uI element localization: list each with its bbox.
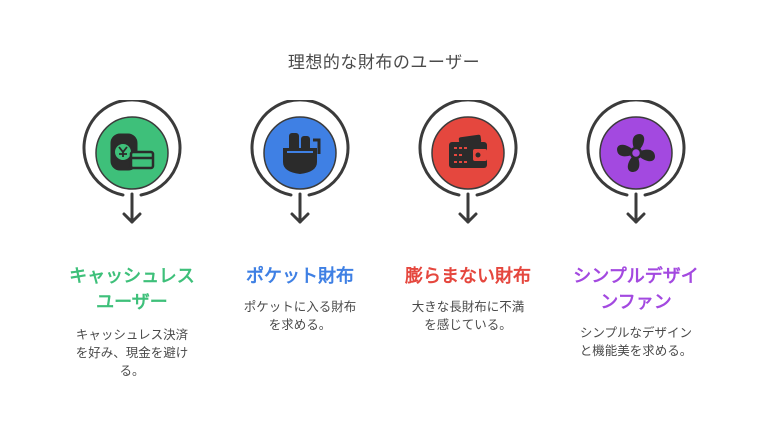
ring-arrow-graphic bbox=[82, 100, 182, 224]
card-heading-line: シンプルデザイ bbox=[573, 266, 699, 287]
card-description-line: を感じている。 bbox=[424, 317, 512, 332]
card-description-line: シンプルなデザイン bbox=[579, 325, 693, 340]
card-heading: シンプルデザイ ンファン bbox=[561, 264, 711, 316]
card-description: 大きな長財布に不満 を感じている。 bbox=[393, 298, 543, 334]
page-title: 理想的な財布のユーザー bbox=[287, 53, 481, 73]
card-description: ポケットに入る財布 を求める。 bbox=[225, 298, 375, 334]
card-description-line: を好み、現金を避け bbox=[75, 345, 189, 360]
card-heading-line: ンファン bbox=[600, 292, 672, 313]
fan-icon bbox=[617, 134, 655, 172]
card-heading-line: キャッシュレス bbox=[69, 266, 195, 287]
card-description-line: と機能美を求める。 bbox=[579, 343, 693, 358]
card-heading-line: ポケット財布 bbox=[246, 266, 354, 287]
card-slim-wallet: 膨らまない財布 大きな長財布に不満 を感じている。 bbox=[393, 0, 543, 432]
pocket-wallet-icon bbox=[283, 133, 321, 174]
ring-arrow-graphic bbox=[586, 100, 686, 224]
card-heading-line: 膨らまない財布 bbox=[405, 266, 531, 287]
ring-arrow-graphic bbox=[418, 100, 518, 224]
card-description: シンプルなデザイン と機能美を求める。 bbox=[561, 324, 711, 360]
card-description-line: る。 bbox=[119, 363, 145, 378]
slim-wallet-icon bbox=[449, 134, 487, 168]
card-simple-design-fan: シンプルデザイ ンファン シンプルなデザイン と機能美を求める。 bbox=[561, 0, 711, 432]
card-heading-line: ユーザー bbox=[96, 292, 168, 313]
card-cashless-user: キャッシュレス ユーザー キャッシュレス決済 を好み、現金を避け る。 bbox=[57, 0, 207, 432]
card-description-line: 大きな長財布に不満 bbox=[411, 299, 525, 314]
ring-arrow-graphic bbox=[250, 100, 350, 224]
card-description: キャッシュレス決済 を好み、現金を避け る。 bbox=[57, 326, 207, 380]
card-description-line: を求める。 bbox=[268, 317, 332, 332]
card-description-line: ポケットに入る財布 bbox=[243, 299, 357, 314]
card-heading: ポケット財布 bbox=[225, 264, 375, 290]
cashless-payment-icon bbox=[110, 133, 155, 171]
card-pocket-wallet: ポケット財布 ポケットに入る財布 を求める。 bbox=[225, 0, 375, 432]
card-heading: キャッシュレス ユーザー bbox=[57, 264, 207, 316]
card-heading: 膨らまない財布 bbox=[393, 264, 543, 290]
card-description-line: キャッシュレス決済 bbox=[75, 327, 189, 342]
